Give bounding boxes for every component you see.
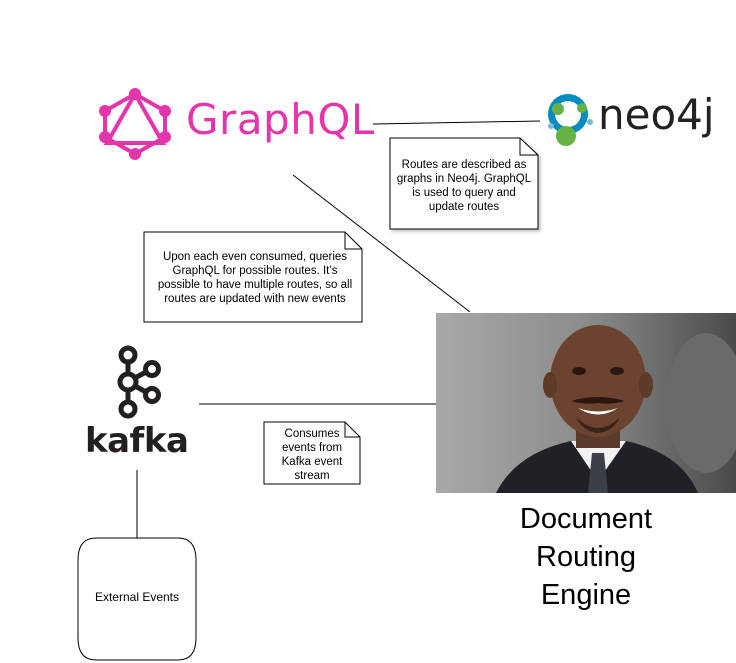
- neo4j-note-text: Routes are described as graphs in Neo4j.…: [396, 159, 532, 213]
- neo4j-logo-text: neo4j: [598, 90, 715, 139]
- graphql-neo4j-connector: [372, 120, 541, 125]
- external-events-label: External Events: [94, 590, 180, 604]
- person-portrait-icon: [436, 313, 736, 493]
- graphql-logo-text: GraphQL: [186, 95, 375, 144]
- kafka-logo-icon: [117, 345, 161, 419]
- kafka-logo-text: kafka: [85, 421, 189, 461]
- kafka-note-shape: [263, 421, 361, 485]
- kafka-note-text: Consumes events from Kafka event stream: [281, 428, 343, 482]
- graphql-note-text: Upon each even consumed, queries GraphQL…: [157, 251, 353, 305]
- graphql-logo-icon: [99, 88, 171, 160]
- neo4j-logo-icon: [548, 94, 593, 146]
- engine-photo: [436, 313, 736, 493]
- graphql-engine-connector: [292, 174, 471, 313]
- neo4j-note-shape: [389, 137, 539, 230]
- graphql-note-shape: [143, 231, 363, 323]
- engine-label: Document Routing Engine: [519, 503, 653, 611]
- external-events-shape: [77, 537, 197, 661]
